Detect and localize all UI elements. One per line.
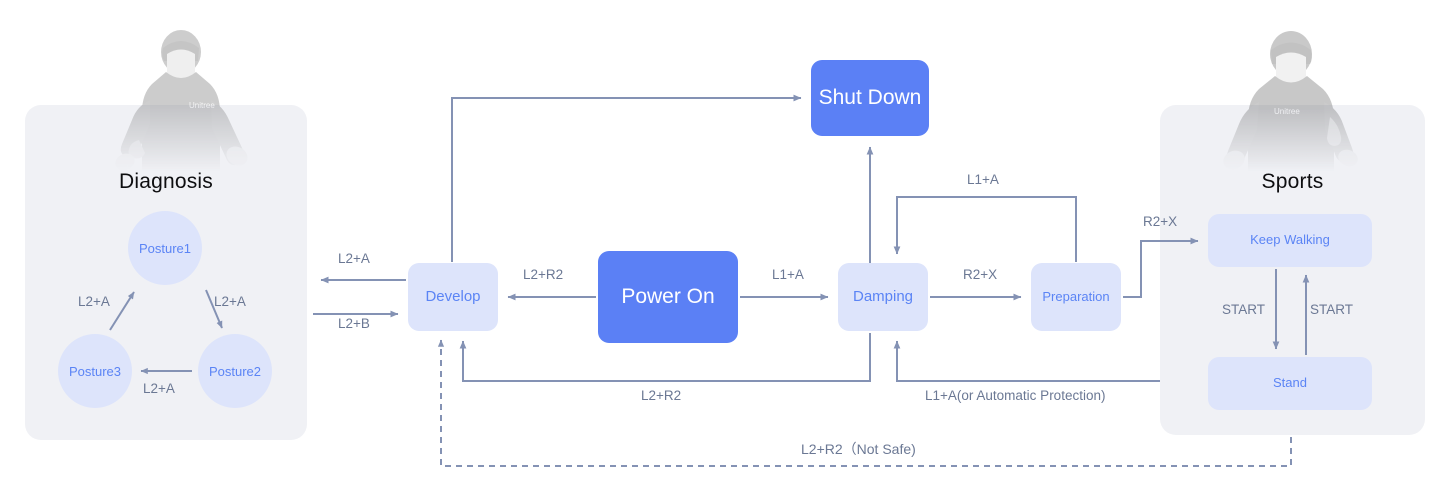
- node-keep-walking[interactable]: Keep Walking: [1208, 214, 1372, 267]
- node-develop[interactable]: Develop: [408, 263, 498, 331]
- edge-label-l1a-prep-damping: L1+A: [967, 172, 999, 187]
- node-preparation[interactable]: Preparation: [1031, 263, 1121, 331]
- edge-label-l2a-develop-out: L2+A: [338, 251, 370, 266]
- node-posture2[interactable]: Posture2: [198, 334, 272, 408]
- edge-label-l2r2-power-develop: L2+R2: [523, 267, 564, 282]
- node-posture1[interactable]: Posture1: [128, 211, 202, 285]
- edge-develop-shutdown: [451, 94, 802, 262]
- edge-sports-damping-return: [893, 340, 1160, 382]
- node-damping[interactable]: Damping: [838, 263, 928, 331]
- edge-label-r2x-prep-walk: R2+X: [1143, 214, 1178, 229]
- edge-label-l2b-develop-in: L2+B: [338, 316, 370, 331]
- edge-label-start-down: START: [1222, 302, 1266, 317]
- edge-label-r2x-damping-prep: R2+X: [963, 267, 998, 282]
- node-stand[interactable]: Stand: [1208, 357, 1372, 410]
- node-shut-down[interactable]: Shut Down: [811, 60, 929, 136]
- edge-label-l2r2-bottom: L2+R2: [641, 388, 682, 403]
- edge-label-posture3-posture1: L2+A: [78, 294, 110, 309]
- edge-preparation-damping: [893, 196, 1077, 262]
- node-power-on[interactable]: Power On: [598, 251, 738, 343]
- edge-label-l1a-protection: L1+A(or Automatic Protection): [925, 388, 1106, 403]
- panel-title-sports: Sports: [1261, 170, 1324, 193]
- edge-label-posture1-posture2: L2+A: [214, 294, 246, 309]
- edge-label-l2r2-not-safe: L2+R2（Not Safe): [801, 441, 916, 457]
- node-posture3[interactable]: Posture3: [58, 334, 132, 408]
- edge-label-start-up: START: [1310, 302, 1354, 317]
- edge-label-posture2-posture3: L2+A: [143, 381, 175, 396]
- edge-label-l1a-power-damping: L1+A: [772, 267, 804, 282]
- panel-title-diagnosis: Diagnosis: [118, 170, 213, 193]
